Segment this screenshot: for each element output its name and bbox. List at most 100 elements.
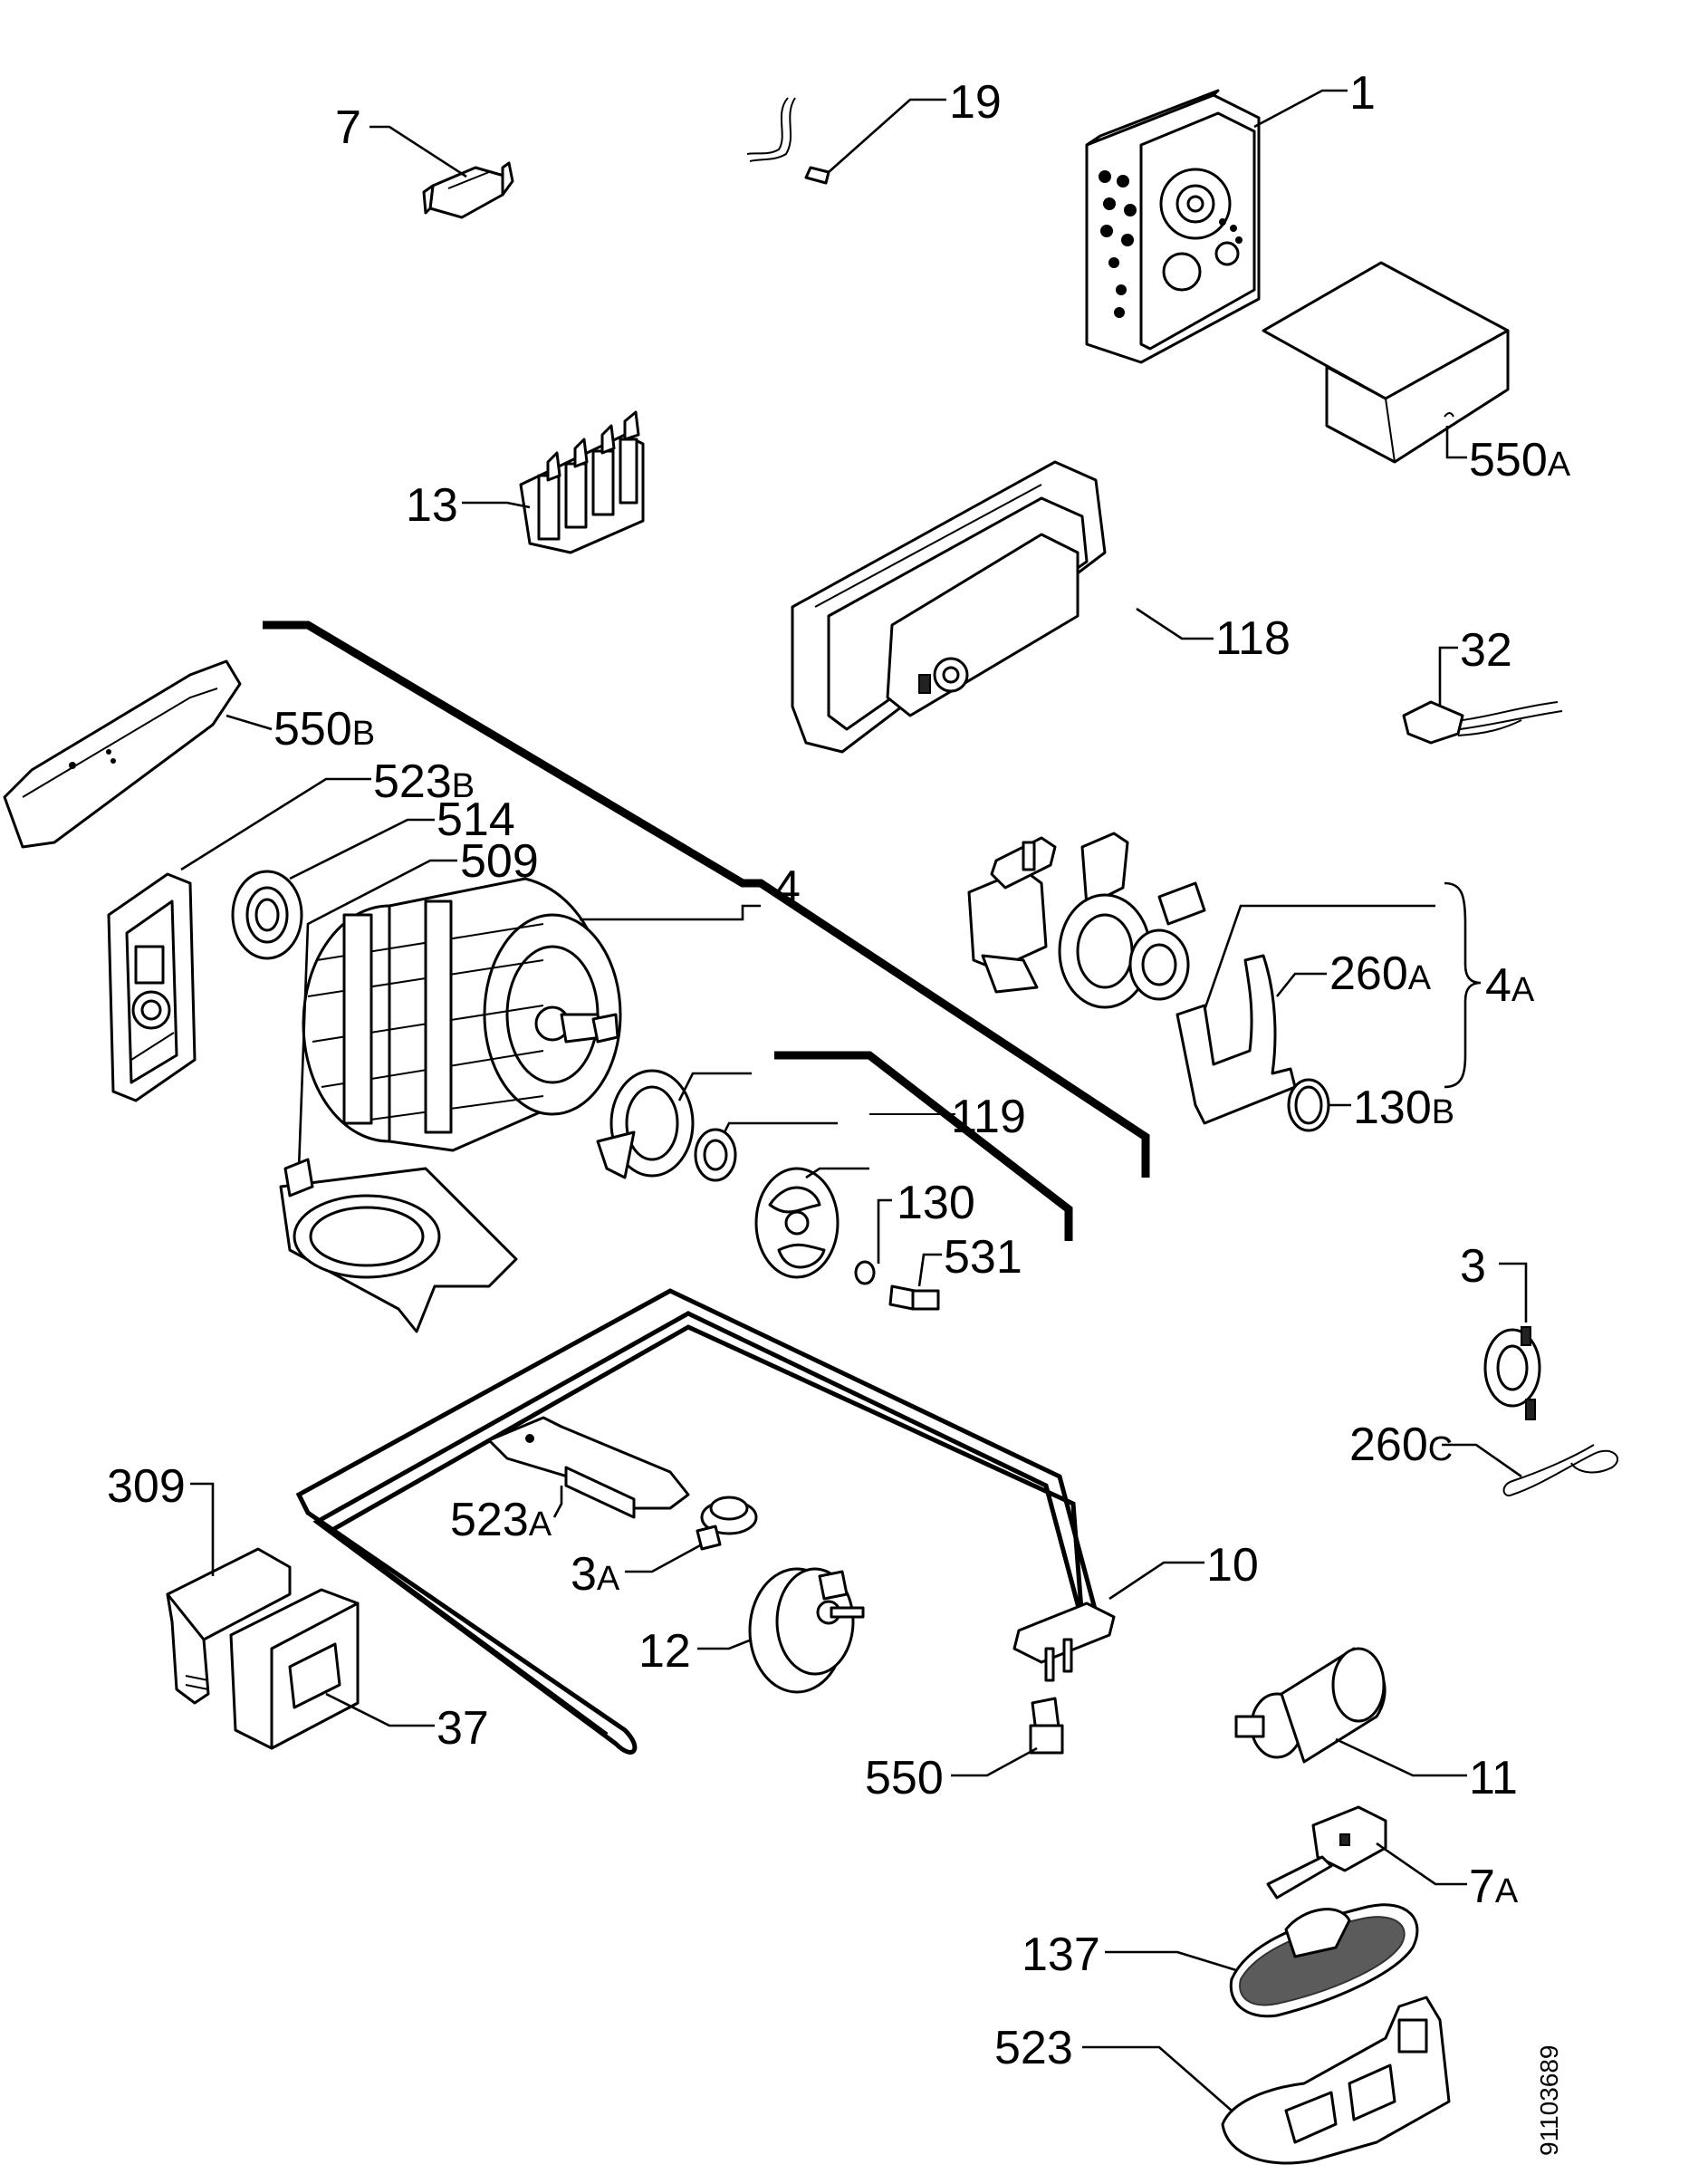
leader-531 [917, 1253, 942, 1287]
part-1-timer [1085, 89, 1261, 364]
part-12-drain-motor [748, 1567, 865, 1694]
part-523-tray [1221, 1996, 1451, 2165]
label-509: 509 [460, 835, 539, 888]
part-509-mount [279, 1158, 518, 1333]
label-550b: 550B [273, 703, 375, 755]
label-1: 1 [1349, 67, 1376, 120]
leader-137 [1105, 1950, 1237, 1972]
leader-550b [225, 714, 273, 731]
part-4-motor [302, 877, 622, 1152]
svg-text:130: 130 [897, 1177, 975, 1229]
svg-text:118: 118 [1215, 612, 1291, 665]
svg-text:509: 509 [460, 835, 539, 888]
part-11-capacitor [1234, 1647, 1387, 1764]
leader-260c [1442, 1443, 1522, 1478]
leader-37 [325, 1692, 435, 1727]
svg-text:3: 3 [1460, 1240, 1486, 1293]
svg-text:3A: 3A [571, 1548, 620, 1601]
svg-text:260A: 260A [1329, 948, 1432, 1000]
label-118: 118 [1215, 612, 1291, 665]
label-550a: 550A [1469, 434, 1571, 486]
label-130: 130 [897, 1177, 975, 1229]
svg-text:260C: 260C [1349, 1419, 1453, 1471]
leader-550 [951, 1746, 1038, 1777]
svg-text:309: 309 [107, 1460, 186, 1513]
label-550: 550 [865, 1752, 944, 1804]
label-7: 7 [335, 101, 361, 154]
part-37-module [229, 1588, 360, 1750]
leader-260a [1275, 972, 1327, 997]
part-4a-valve [967, 832, 1206, 1009]
label-4a: 4A [1485, 959, 1535, 1012]
svg-text:13: 13 [406, 479, 458, 532]
label-119: 119 [951, 1091, 1026, 1143]
group-bracket-119 [774, 1051, 1073, 1241]
part-32-connector [1402, 700, 1563, 745]
part-130-oring [854, 1260, 876, 1285]
label-32: 32 [1460, 624, 1512, 677]
svg-text:119: 119 [951, 1091, 1026, 1143]
leader-523 [1082, 2045, 1233, 2111]
leader-550a [1445, 426, 1467, 459]
group-bracket-4 [263, 620, 1150, 1178]
leader-10 [1108, 1561, 1204, 1601]
part-550-connector [1029, 1697, 1064, 1755]
part-260a-clip [1175, 954, 1297, 1125]
document-number: 91103689 [1535, 2045, 1563, 2157]
leader-119-b [723, 1121, 838, 1133]
svg-text:514: 514 [437, 794, 515, 846]
part-7-switch [422, 161, 514, 219]
leader-12 [697, 1638, 753, 1650]
leader-32 [1438, 646, 1458, 707]
label-523: 523 [994, 2022, 1073, 2074]
part-10-heating-element [295, 1288, 1116, 1755]
leader-119-a [677, 1072, 752, 1101]
leader-19 [828, 98, 946, 173]
leader-118 [1136, 607, 1214, 640]
part-19-sensor [746, 97, 830, 185]
part-3-thermostat [1483, 1326, 1541, 1420]
part-119-pump-housing [596, 1069, 695, 1179]
leader-13 [462, 501, 531, 509]
part-119-impeller [754, 1167, 840, 1279]
label-19: 19 [949, 76, 1002, 129]
part-260c-clip [1502, 1444, 1619, 1496]
label-12: 12 [638, 1625, 691, 1678]
label-3a: 3A [571, 1548, 620, 1601]
part-523a-bracket [487, 1416, 690, 1519]
part-13-terminal-block [519, 410, 645, 554]
group-brace-4a [1444, 881, 1482, 1089]
leader-4-motor [580, 904, 761, 921]
part-118-dispenser [791, 460, 1107, 754]
svg-text:11: 11 [1469, 1752, 1518, 1804]
label-531: 531 [944, 1231, 1022, 1284]
label-514: 514 [437, 794, 515, 846]
label-11: 11 [1469, 1752, 1518, 1804]
label-523b: 523B [373, 755, 475, 808]
part-523b-cover [107, 872, 197, 1102]
svg-text:531: 531 [944, 1231, 1022, 1284]
svg-text:12: 12 [638, 1625, 691, 1678]
svg-text:19: 19 [949, 76, 1002, 129]
part-137-filter [1229, 1903, 1419, 2018]
leader-523b [180, 777, 371, 871]
svg-text:7A: 7A [1469, 1861, 1519, 1913]
label-3: 3 [1460, 1240, 1486, 1293]
leader-7a [1376, 1842, 1467, 1886]
leader-3 [1499, 1262, 1528, 1323]
part-309-cover [166, 1547, 292, 1705]
label-260a: 260A [1329, 948, 1432, 1000]
svg-text:550: 550 [865, 1752, 944, 1804]
part-119-ring [694, 1128, 737, 1182]
leader-11 [1335, 1737, 1467, 1777]
leader-514 [289, 818, 435, 880]
part-7a-microswitch [1266, 1805, 1387, 1900]
svg-text:523B: 523B [373, 755, 475, 808]
part-130b-oring [1287, 1078, 1330, 1132]
part-531-screw [888, 1284, 940, 1311]
svg-text:523: 523 [994, 2022, 1073, 2074]
svg-text:37: 37 [437, 1702, 489, 1755]
label-13: 13 [406, 479, 458, 532]
